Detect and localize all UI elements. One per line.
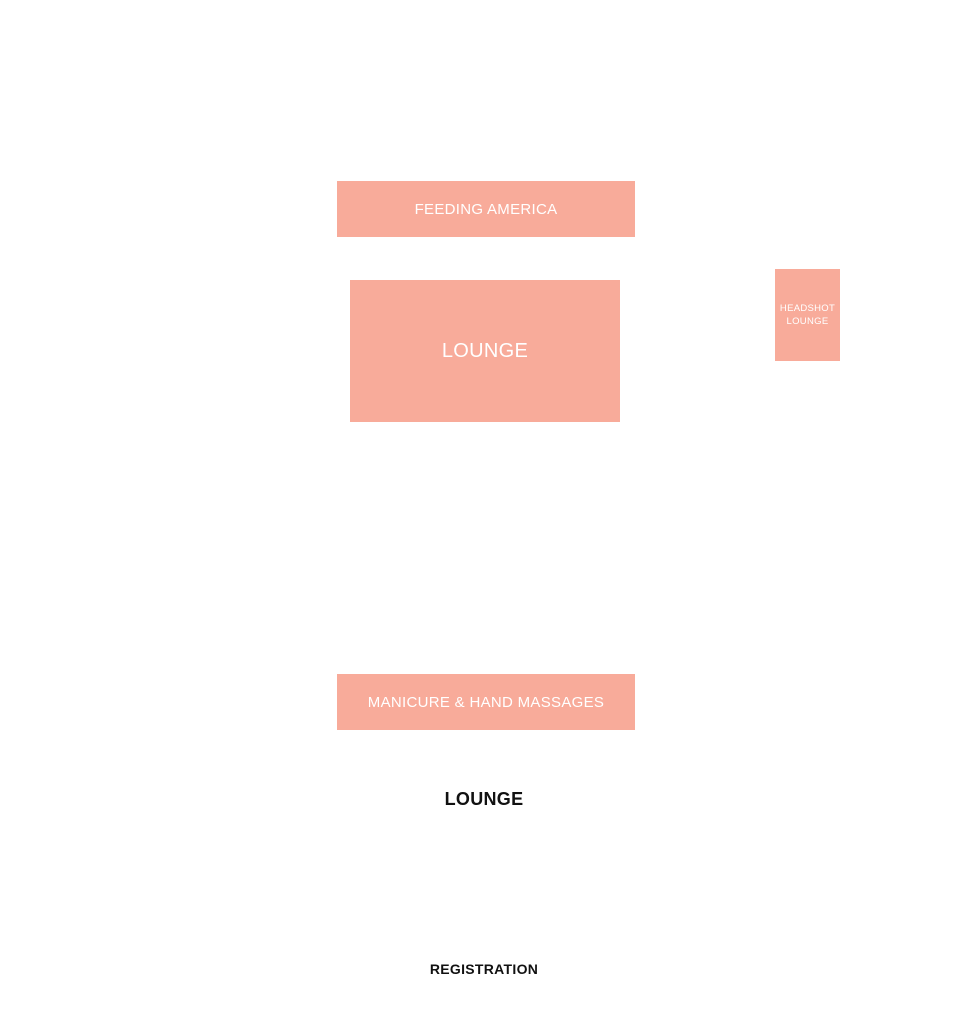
area-label-lounge: LOUNGE: [444, 789, 524, 809]
booth-lounge[interactable]: LOUNGE: [350, 280, 620, 422]
booth-headshot-lounge[interactable]: HEADSHOT LOUNGE: [775, 269, 840, 361]
area-label-registration: REGISTRATION: [429, 961, 539, 977]
booth-headshot-lounge-label-line1: HEADSHOT: [779, 303, 836, 314]
booth-manicure-hand-massages[interactable]: MANICURE & HAND MASSAGES: [337, 674, 635, 730]
booth-lounge-label: LOUNGE: [441, 339, 529, 362]
booth-feeding-america[interactable]: FEEDING AMERICA: [337, 181, 635, 237]
booth-manicure-label: MANICURE & HAND MASSAGES: [367, 693, 605, 711]
booth-headshot-lounge-label-line2: LOUNGE: [786, 316, 829, 327]
booth-feeding-america-label: FEEDING AMERICA: [414, 200, 558, 218]
